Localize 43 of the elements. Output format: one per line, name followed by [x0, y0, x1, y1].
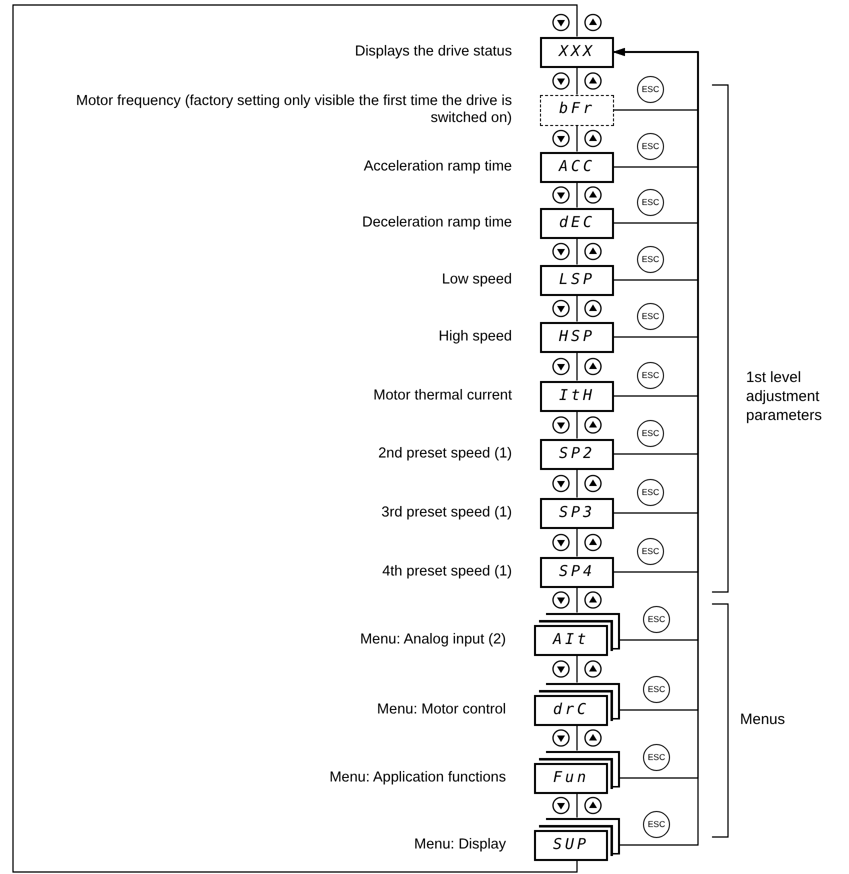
parameter-description: 2nd preset speed (1)	[378, 446, 512, 462]
parameter-description: Menu: Motor control	[377, 702, 506, 718]
esc-key: ESC	[637, 133, 664, 160]
esc-key: ESC	[637, 189, 664, 216]
navigation-line	[576, 726, 578, 750]
esc-key: ESC	[643, 606, 670, 633]
parameter-description: Displays the drive status	[354, 44, 512, 60]
navigation-line	[576, 182, 578, 208]
parameter-description: Motor frequency (factory setting only visible the first time the drive is switched on)	[75, 93, 512, 127]
display-box: bFr	[540, 94, 614, 126]
parameter-description: 4th preset speed (1)	[382, 564, 512, 580]
parameter-description: 3rd preset speed (1)	[381, 504, 512, 522]
esc-key: ESC	[643, 744, 670, 771]
parameter-description: High speed	[438, 328, 512, 346]
display-box: HSP	[540, 322, 614, 352]
esc-key: ESC	[637, 420, 664, 447]
parameter-description: Motor thermal current	[373, 388, 512, 404]
navigation-line	[576, 794, 578, 818]
esc-key: ESC	[643, 676, 670, 703]
parameter-description: Acceleration ramp time	[364, 158, 512, 176]
parameter-description: Menu: Application functions	[329, 770, 506, 786]
group-label: 1st level adjustment parameters	[746, 368, 823, 425]
display-box: XXX	[540, 36, 614, 68]
navigation-line	[576, 588, 578, 612]
parameter-description: Low speed	[442, 272, 512, 288]
esc-key: ESC	[643, 811, 670, 838]
display-box: LSP	[540, 264, 614, 296]
parameter-description: Menu: Display	[414, 836, 506, 854]
esc-key: ESC	[637, 303, 664, 330]
display-box: SP4	[540, 556, 614, 588]
esc-key: ESC	[637, 246, 664, 273]
esc-key: ESC	[637, 76, 664, 103]
display-box: ACC	[540, 152, 614, 182]
esc-key: ESC	[637, 538, 664, 565]
display-box: SP2	[540, 438, 614, 470]
parameter-description: Menu: Analog input (2)	[360, 632, 506, 648]
display-box: dEC	[540, 208, 614, 238]
esc-key: ESC	[637, 479, 664, 506]
esc-key: ESC	[637, 362, 664, 389]
display-box: ItH	[540, 380, 614, 412]
parameter-description: Deceleration ramp time	[362, 214, 512, 232]
display-box: SP3	[540, 498, 614, 528]
group-label: Menus	[740, 710, 786, 729]
